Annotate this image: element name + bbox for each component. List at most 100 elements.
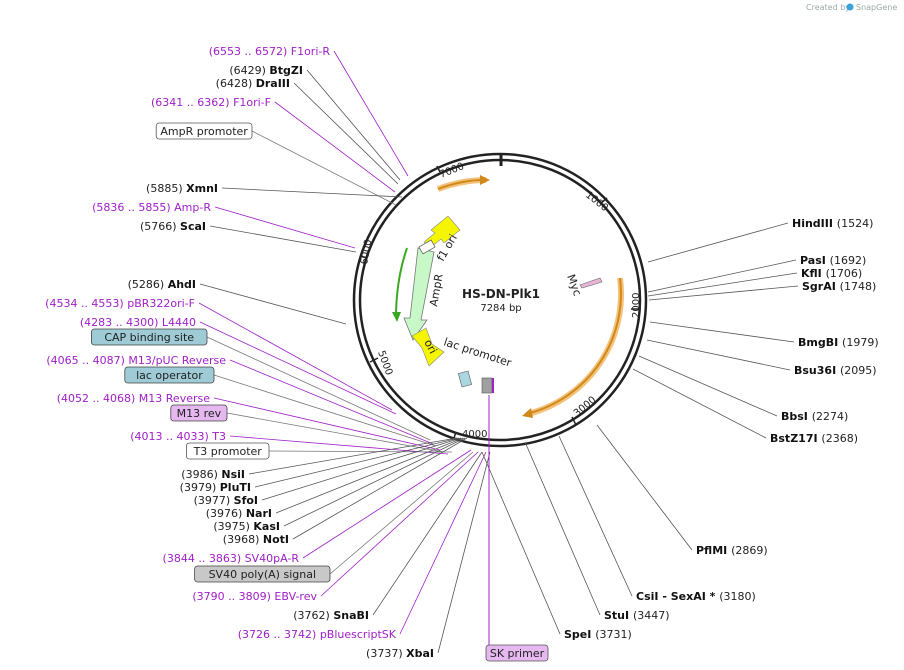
site-position: (5885) bbox=[146, 182, 186, 195]
left-label-sv40-poly-a-signal: SV40 poly(A) signal bbox=[194, 565, 331, 583]
site-name-2: - SexAI * bbox=[662, 590, 719, 603]
site-position: (3737) bbox=[366, 647, 406, 660]
enzyme-label: KflI (1706) bbox=[801, 267, 862, 280]
enzyme-label: (6429) BtgZI bbox=[229, 64, 303, 77]
right-label-sgrai: SgrAI (1748) bbox=[802, 280, 876, 293]
right-label-bstz17i: BstZ17I (2368) bbox=[770, 432, 858, 445]
label-box bbox=[155, 122, 253, 140]
tick-2000: 2000 bbox=[631, 293, 642, 318]
site-position: (6428) bbox=[216, 77, 256, 90]
site-name: AhdI bbox=[168, 278, 196, 291]
left-label-pluti: (3979) PluTI bbox=[180, 481, 251, 494]
plasmid-name: HS-DN-Plk1 bbox=[462, 287, 540, 301]
site-name: pBluescriptSK bbox=[320, 628, 397, 641]
brand-text: SnapGene bbox=[856, 3, 897, 12]
site-position: (6553 .. 6572) bbox=[209, 45, 291, 58]
site-name: KflI bbox=[801, 267, 826, 280]
site-position: (3790 .. 3809) bbox=[192, 590, 274, 603]
right-label-bbsi: BbsI (2274) bbox=[781, 410, 848, 423]
feature-name: lac operator bbox=[136, 369, 203, 382]
site-name: NsiI bbox=[221, 468, 245, 481]
site-position: (1524) bbox=[837, 217, 874, 230]
site-name: F1ori-F bbox=[233, 96, 271, 109]
right-label-column: HindIII (1524) PasI (1692)KflI (1706)SgrA… bbox=[564, 217, 879, 641]
cds-arc-right-halo bbox=[527, 277, 625, 417]
site-position: (5836 .. 5855) bbox=[92, 201, 174, 214]
ampr-promoter-box bbox=[418, 239, 436, 255]
enzyme-label: (3979) PluTI bbox=[180, 481, 251, 494]
left-label-cap-binding-site: CAP binding site bbox=[91, 328, 208, 346]
enzyme-label: (5766) ScaI bbox=[140, 220, 206, 233]
left-label-f1ori-f: (6341 .. 6362) F1ori-F bbox=[151, 96, 271, 109]
right-label-bsu36i: Bsu36I (2095) bbox=[794, 364, 877, 377]
site-position: (3975) bbox=[213, 520, 253, 533]
left-label-sfoi: (3977) SfoI bbox=[194, 494, 258, 507]
site-position: (4283 .. 4300) bbox=[80, 316, 162, 329]
left-label-nsii: (3986) NsiI bbox=[181, 468, 245, 481]
left-label-ebv-rev: (3790 .. 3809) EBV-rev bbox=[192, 590, 317, 603]
feature-name: SV40 poly(A) signal bbox=[209, 568, 316, 581]
left-label-draiii: (6428) DraIII bbox=[216, 77, 290, 90]
primer-label: (4534 .. 4553) pBR322ori-F bbox=[45, 297, 195, 310]
right-label-pasi: PasI (1692) bbox=[800, 254, 866, 267]
site-name: T3 bbox=[211, 430, 226, 443]
site-position: (3180) bbox=[719, 590, 756, 603]
site-position: (3447) bbox=[633, 609, 670, 622]
tick-4000: 4000 bbox=[462, 429, 487, 440]
site-name: StuI bbox=[604, 609, 633, 622]
label-box bbox=[194, 565, 331, 583]
site-name: M13 Reverse bbox=[139, 392, 210, 405]
site-position: (1748) bbox=[840, 280, 877, 293]
primer-label: (4013 .. 4033) T3 bbox=[130, 430, 226, 443]
ampr-primer-line bbox=[395, 247, 408, 319]
site-position: (3726 .. 3742) bbox=[238, 628, 320, 641]
enzyme-label: SgrAI (1748) bbox=[802, 280, 876, 293]
site-name: BmgBI bbox=[798, 336, 842, 349]
feature-name: CAP binding site bbox=[104, 331, 194, 344]
site-position: (3968) bbox=[223, 533, 263, 546]
feature-name: AmpR promoter bbox=[160, 125, 248, 138]
ampr-label: AmpR bbox=[427, 273, 446, 308]
enzyme-label: (3986) NsiI bbox=[181, 468, 245, 481]
label-box bbox=[170, 404, 228, 422]
site-name: Bsu36I bbox=[794, 364, 840, 377]
site-name: EBV-rev bbox=[274, 590, 317, 603]
site-name: XmnI bbox=[186, 182, 218, 195]
leader-lines bbox=[198, 50, 799, 654]
primer-label: (3726 .. 3742) pBluescriptSK bbox=[238, 628, 397, 641]
lac-promoter-label: lac promoter bbox=[442, 335, 513, 369]
site-name: L4440 bbox=[162, 316, 196, 329]
site-position: (4013 .. 4033) bbox=[130, 430, 212, 443]
site-name: ScaI bbox=[180, 220, 206, 233]
ori-arrow bbox=[411, 327, 445, 367]
enzyme-label: SpeI (3731) bbox=[564, 628, 632, 641]
site-position: (6429) bbox=[229, 64, 269, 77]
sk-primer-label: SK primer bbox=[490, 647, 545, 660]
enzyme-label: BstZ17I (2368) bbox=[770, 432, 858, 445]
enzyme-label: (5286) AhdI bbox=[128, 278, 196, 291]
left-label-t3: (4013 .. 4033) T3 bbox=[130, 430, 226, 443]
enzyme-label: (3737) XbaI bbox=[366, 647, 434, 660]
site-name: HindIII bbox=[792, 217, 837, 230]
label-box bbox=[124, 366, 215, 384]
site-name: SV40pA-R bbox=[245, 552, 300, 565]
enzyme-label: (3976) NarI bbox=[206, 507, 272, 520]
left-label-xbai: (3737) XbaI bbox=[366, 647, 434, 660]
site-name: SfoI bbox=[234, 494, 258, 507]
left-label-column: (6553 .. 6572) F1ori-R(6429) BtgZI(6428)… bbox=[45, 45, 434, 660]
cap-lac-box bbox=[457, 370, 473, 388]
left-label-pbr322ori-f: (4534 .. 4553) pBR322ori-F bbox=[45, 297, 195, 310]
site-position: (2869) bbox=[731, 544, 768, 557]
left-label-pbluescriptsk: (3726 .. 3742) pBluescriptSK bbox=[238, 628, 397, 641]
ampr-primer-arrowhead bbox=[392, 312, 401, 322]
site-position: (3976) bbox=[206, 507, 246, 520]
primer-label: (6341 .. 6362) F1ori-F bbox=[151, 96, 271, 109]
tick-5000: 5000 bbox=[375, 349, 394, 377]
enzyme-label: (6428) DraIII bbox=[216, 77, 290, 90]
site-position: (4052 .. 4068) bbox=[57, 392, 139, 405]
tick-1000: 1000 bbox=[583, 190, 610, 214]
site-position: (3977) bbox=[194, 494, 234, 507]
left-label-amp-r: (5836 .. 5855) Amp-R bbox=[92, 201, 211, 214]
created-by-text: Created by bbox=[806, 3, 850, 12]
